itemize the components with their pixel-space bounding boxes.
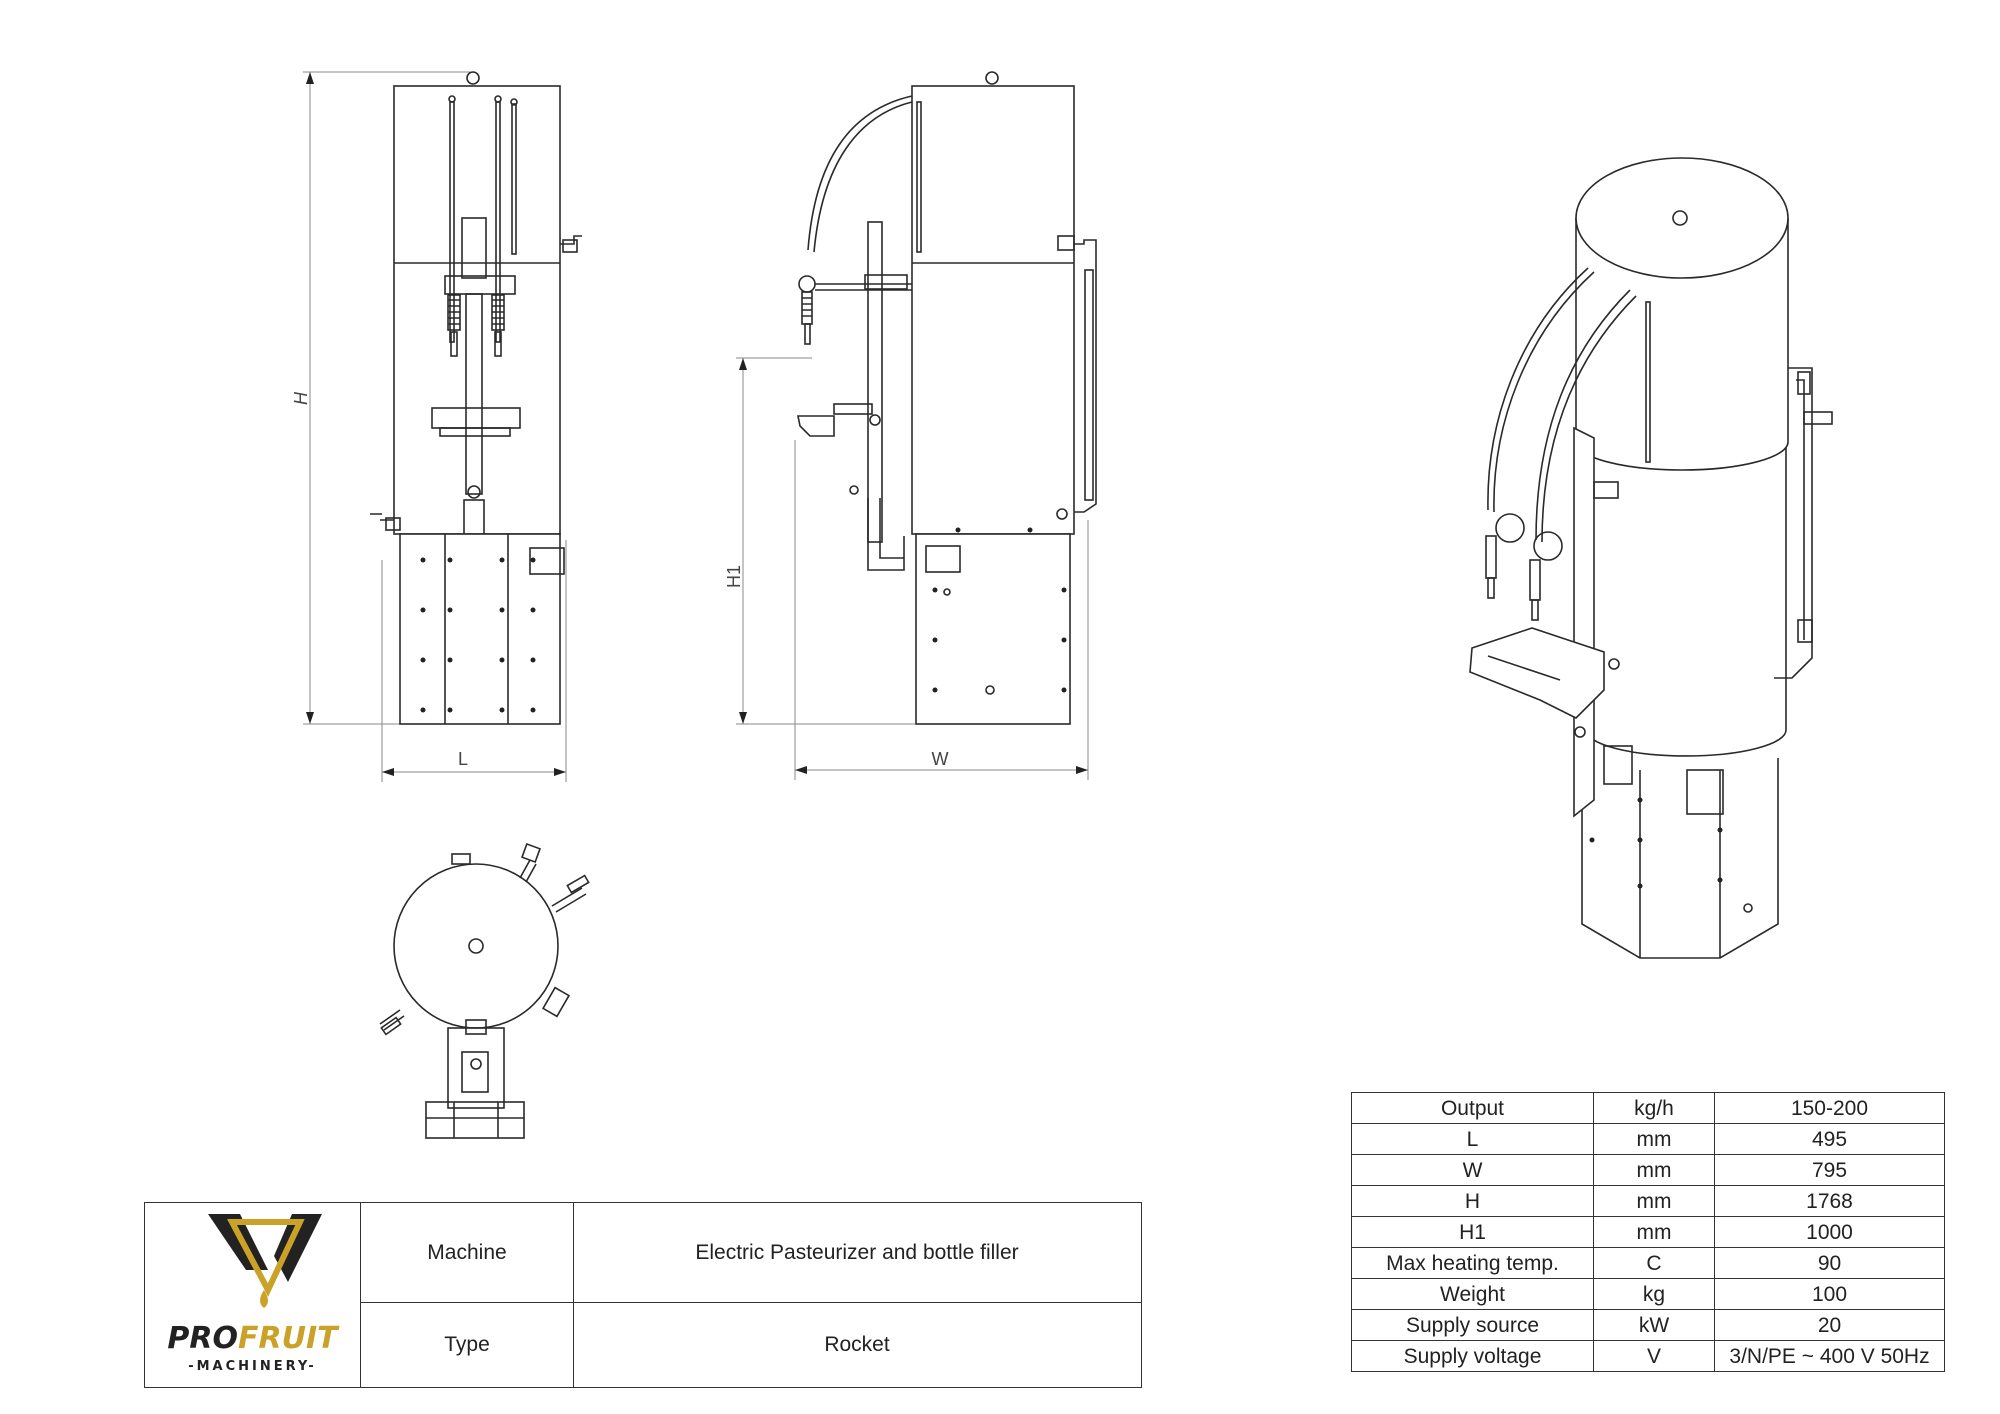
spec-unit: mm <box>1593 1154 1715 1186</box>
spec-table: Output kg/h 150-200 L mm 495 W mm 795 H … <box>1351 1092 1945 1372</box>
spec-unit: kg/h <box>1593 1092 1715 1124</box>
dim-label-l: L <box>458 749 468 769</box>
table-row: W mm 795 <box>1351 1154 1945 1186</box>
spec-param: Weight <box>1351 1278 1594 1310</box>
table-row: Weight kg 100 <box>1351 1278 1945 1310</box>
title-block-divider <box>573 1203 574 1387</box>
table-row: H1 mm 1000 <box>1351 1216 1945 1248</box>
spec-param: Supply voltage <box>1351 1340 1594 1372</box>
title-block-divider <box>361 1302 1141 1303</box>
spec-param: Output <box>1351 1092 1594 1124</box>
spec-value: 495 <box>1714 1123 1945 1155</box>
isometric-view <box>1469 157 1833 959</box>
spec-value: 100 <box>1714 1278 1945 1310</box>
spec-value: 1768 <box>1714 1185 1945 1217</box>
spec-unit: mm <box>1593 1123 1715 1155</box>
dim-label-w: W <box>932 749 949 769</box>
machine-label: Machine <box>427 1240 507 1264</box>
machine-value: Electric Pasteurizer and bottle filler <box>695 1240 1019 1264</box>
dim-label-h: H <box>291 391 311 405</box>
table-row: L mm 495 <box>1351 1123 1945 1155</box>
spec-value: 90 <box>1714 1247 1945 1279</box>
front-view: H <box>291 71 582 782</box>
spec-param: W <box>1351 1154 1594 1186</box>
logo-cell: PROFRUIT -MACHINERY- <box>145 1203 361 1387</box>
spec-unit: mm <box>1593 1216 1715 1248</box>
spec-unit: kW <box>1593 1309 1715 1341</box>
spec-param: H1 <box>1351 1216 1594 1248</box>
type-label: Type <box>444 1332 490 1356</box>
spec-param: Max heating temp. <box>1351 1247 1594 1279</box>
title-block: PROFRUIT -MACHINERY- Machine Electric Pa… <box>144 1202 1142 1388</box>
spec-param: H <box>1351 1185 1594 1217</box>
spec-value: 3/N/PE ~ 400 V 50Hz <box>1714 1340 1945 1372</box>
type-value: Rocket <box>824 1332 890 1356</box>
logo-brand-pro: PRO <box>167 1321 238 1356</box>
table-row: Supply voltage V 3/N/PE ~ 400 V 50Hz <box>1351 1340 1945 1372</box>
spec-param: Supply source <box>1351 1309 1594 1341</box>
dim-label-h1: H1 <box>724 565 744 588</box>
spec-value: 150-200 <box>1714 1092 1945 1124</box>
spec-param: L <box>1351 1123 1594 1155</box>
spec-value: 795 <box>1714 1154 1945 1186</box>
top-view <box>379 843 590 1139</box>
table-row: Output kg/h 150-200 <box>1351 1092 1945 1124</box>
spec-unit: V <box>1593 1340 1715 1372</box>
side-view: H1 <box>724 71 1097 780</box>
table-row: Max heating temp. C 90 <box>1351 1247 1945 1279</box>
table-row: Supply source kW 20 <box>1351 1309 1945 1341</box>
spec-value: 1000 <box>1714 1216 1945 1248</box>
profruit-logo-graphic <box>208 1214 322 1308</box>
spec-unit: kg <box>1593 1278 1715 1310</box>
spec-unit: mm <box>1593 1185 1715 1217</box>
spec-unit: C <box>1593 1247 1715 1279</box>
spec-value: 20 <box>1714 1309 1945 1341</box>
logo-brand: PROFRUIT <box>145 1321 360 1356</box>
logo-brand-fruit: FRUIT <box>238 1321 338 1356</box>
logo-subtitle: -MACHINERY- <box>188 1359 317 1374</box>
table-row: H mm 1768 <box>1351 1185 1945 1217</box>
